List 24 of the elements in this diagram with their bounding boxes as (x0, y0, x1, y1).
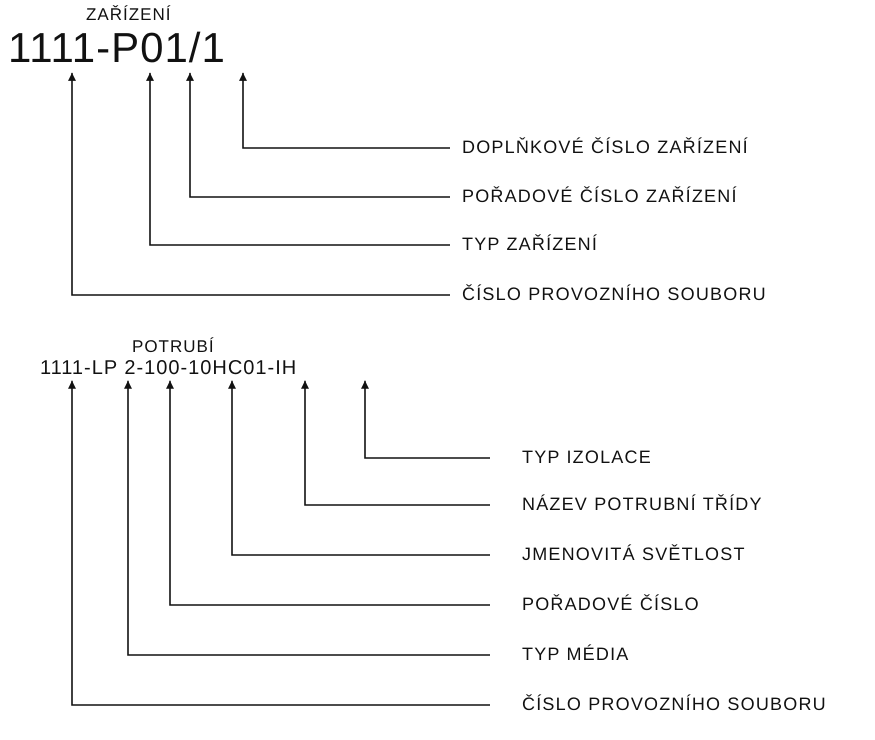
leader-line (146, 72, 450, 246)
leader-line (361, 380, 490, 459)
description-label: NÁZEV POTRUBNÍ TŘÍDY (522, 495, 763, 515)
designation-code: 1111-P01/1 (8, 24, 226, 71)
heading: POTRUBÍ (132, 338, 215, 357)
leader-line (186, 72, 450, 198)
leader-line (68, 380, 490, 706)
leader-line (124, 380, 490, 656)
leader-line (166, 380, 490, 606)
description-label: POŘADOVÉ ČÍSLO (522, 595, 700, 615)
leader-line (239, 72, 450, 149)
description-label: ČÍSLO PROVOZNÍHO SOUBORU (522, 695, 827, 715)
heading: ZAŘÍZENÍ (86, 6, 172, 25)
leader-line (301, 380, 490, 506)
description-label: POŘADOVÉ ČÍSLO ZAŘÍZENÍ (462, 187, 738, 207)
description-label: ČÍSLO PROVOZNÍHO SOUBORU (462, 285, 767, 305)
designation-code: 1111-LP 2-100-10HC01-IH (40, 356, 298, 379)
description-label: TYP ZAŘÍZENÍ (462, 235, 598, 255)
leader-line (228, 380, 490, 556)
description-label: JMENOVITÁ SVĚTLOST (522, 545, 746, 565)
description-label: DOPLŇKOVÉ ČÍSLO ZAŘÍZENÍ (462, 138, 749, 158)
description-label: TYP MÉDIA (522, 645, 630, 665)
leader-line (68, 72, 450, 296)
description-label: TYP IZOLACE (522, 448, 652, 468)
